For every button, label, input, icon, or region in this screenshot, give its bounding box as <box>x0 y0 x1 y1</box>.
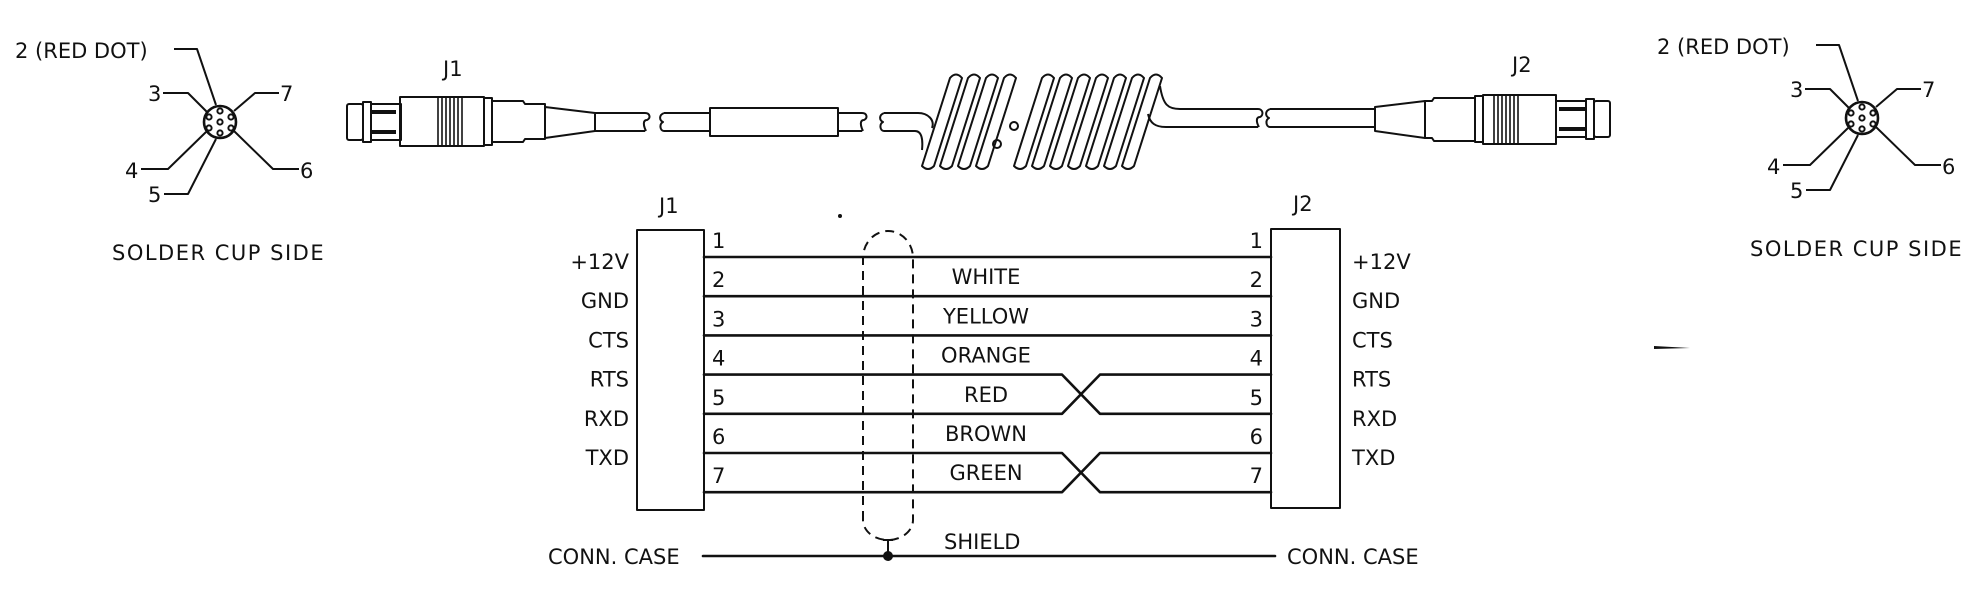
j1-signal-label: TXD <box>585 446 629 470</box>
pin6-leader <box>1875 126 1941 166</box>
j1-connector-box <box>636 229 705 511</box>
pin5-label: 5 <box>148 183 161 207</box>
pin5-leader <box>164 138 217 195</box>
pin3-label: 3 <box>1790 78 1803 102</box>
wire-color-label: ORANGE <box>941 344 1031 368</box>
pin5-label: 5 <box>1790 179 1803 203</box>
pin4-leader <box>141 131 207 170</box>
j2-signal-label: RXD <box>1352 407 1397 431</box>
j1-signal-label: +12V <box>570 250 629 274</box>
shield-outline <box>862 230 914 541</box>
j2-pin-number: 1 <box>1250 229 1263 253</box>
j2-signal-label: RTS <box>1352 368 1391 392</box>
j1-pin-number: 6 <box>712 425 725 449</box>
solder-cup-side-caption: SOLDER CUP SIDE <box>112 241 325 265</box>
j1-pin-number: 5 <box>712 386 725 410</box>
wire-color-label: RED <box>964 383 1008 407</box>
pin3-leader <box>1805 88 1850 109</box>
conn-case-right-label: CONN. CASE <box>1287 545 1419 569</box>
pin2-label: 2 (RED DOT) <box>1657 35 1790 59</box>
j2-signal-label: +12V <box>1352 250 1411 274</box>
j2-signal-label: CTS <box>1352 328 1393 352</box>
wire: 7 7 GREEN <box>702 451 1273 494</box>
j1-pin-number: 1 <box>712 229 725 253</box>
j2-signal-label: GND <box>1352 289 1400 313</box>
j2-pin-number: 3 <box>1250 307 1263 331</box>
pin3-label: 3 <box>148 82 161 106</box>
wire: 5 5 RED <box>702 373 1273 416</box>
j1-signal-label: CTS <box>588 328 629 352</box>
connector-face-icon <box>1844 100 1880 136</box>
pin2-leader <box>1816 44 1859 102</box>
solder-cup-side-caption: SOLDER CUP SIDE <box>1750 237 1963 261</box>
pin3-leader <box>163 92 208 113</box>
j1-pin-number: 2 <box>712 268 725 292</box>
cable-segment-icon <box>659 107 868 137</box>
schematic-j2-label: J2 <box>1291 192 1313 216</box>
coiled-cable-icon <box>879 73 1264 170</box>
j1-plug-icon <box>346 96 651 147</box>
wire-color-label: WHITE <box>952 265 1021 289</box>
pin5-leader <box>1806 134 1859 191</box>
crossover-wire-line <box>702 373 1273 416</box>
j1-signal-label: GND <box>581 289 629 313</box>
pin7-leader <box>233 92 279 112</box>
pin6-leader <box>233 130 299 170</box>
j1-signal-label: RXD <box>584 407 629 431</box>
stray-dot <box>838 214 842 218</box>
pin2-label: 2 (RED DOT) <box>15 39 148 63</box>
pin4-leader <box>1783 127 1849 166</box>
crossover-wire-line <box>702 451 1273 494</box>
j2-plug-icon <box>1265 94 1611 145</box>
pin4-label: 4 <box>125 159 138 183</box>
cable-j1-label: J1 <box>441 57 463 81</box>
schematic-j1-label: J1 <box>657 194 679 218</box>
pin6-label: 6 <box>1942 155 1955 179</box>
j2-signal-labels: +12V GND CTS RTS RXD TXD <box>1351 250 1411 470</box>
j2-connector-box <box>1270 228 1341 509</box>
j2-pin-number: 5 <box>1250 386 1263 410</box>
wire: 3 3 YELLOW <box>702 304 1273 337</box>
conn-case-left-label: CONN. CASE <box>548 545 680 569</box>
j1-pin-number: 4 <box>712 347 725 371</box>
pinout-view-left: 2 (RED DOT) 3 7 4 5 6 SOLDER CUP SIDE <box>15 39 325 265</box>
wire: 2 2 WHITE <box>702 265 1273 298</box>
pin4-label: 4 <box>1767 155 1780 179</box>
j2-pin-number: 6 <box>1250 425 1263 449</box>
j2-signal-label: TXD <box>1351 446 1395 470</box>
wiring-schematic: J1 +12V GND CTS RTS RXD TXD J2 +12V GND CTS RTS R… <box>548 192 1419 569</box>
pin7-label: 7 <box>1922 78 1935 102</box>
wire-color-label: YELLOW <box>942 304 1029 328</box>
j1-pin-number: 3 <box>712 307 725 331</box>
wire-color-label: BROWN <box>945 422 1027 446</box>
cable-assembly-drawing: J1 J2 <box>346 53 1611 170</box>
j2-pin-number: 2 <box>1250 268 1263 292</box>
j2-pin-number: 7 <box>1250 464 1263 488</box>
j1-signal-labels: +12V GND CTS RTS RXD TXD <box>570 250 629 470</box>
cable-j2-label: J2 <box>1510 53 1532 77</box>
j1-pin-number: 7 <box>712 464 725 488</box>
connector-face-icon <box>202 104 238 140</box>
wire-color-label: GREEN <box>949 461 1022 485</box>
pin2-leader <box>174 48 217 106</box>
j1-signal-label: RTS <box>590 368 629 392</box>
pinout-view-right: 2 (RED DOT) 3 7 4 5 6 SOLDER CUP SIDE <box>1657 35 1963 261</box>
pin7-label: 7 <box>280 82 293 106</box>
shield-label: SHIELD <box>944 530 1020 554</box>
j2-pin-number: 4 <box>1250 347 1263 371</box>
pin7-leader <box>1875 88 1921 108</box>
stray-mark <box>1654 346 1690 349</box>
pin6-label: 6 <box>300 159 313 183</box>
